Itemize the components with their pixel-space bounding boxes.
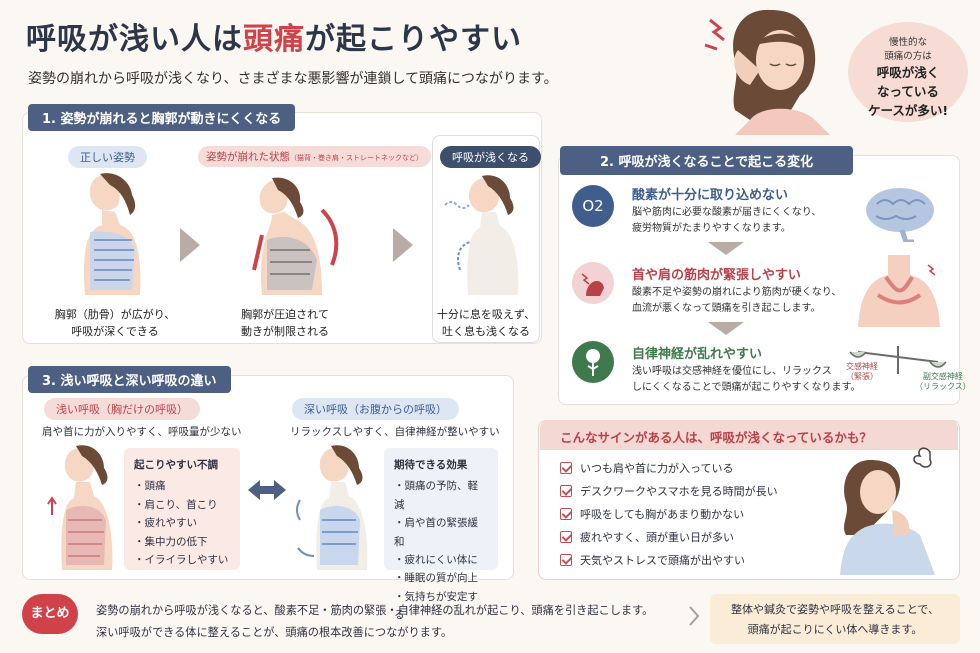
shallow-issues-box: 起こりやすい不調 ・頭痛 ・肩こり、首こり ・疲れやすい ・集中力の低下 ・イラ… bbox=[124, 448, 240, 570]
effect-item: ・頭痛の予防、軽減 bbox=[394, 480, 478, 511]
checkbox-checked-icon bbox=[560, 461, 572, 474]
scale-left-label: 交感神経（緊張） bbox=[846, 362, 878, 382]
signs-heading: こんなサインがある人は、呼吸が浅くなっているかも？ bbox=[540, 420, 958, 450]
section1-shallow-panel bbox=[432, 135, 540, 343]
deep-breathing-figure bbox=[296, 445, 368, 570]
sign-item: 疲れやすく、頭が重い日が多い bbox=[560, 525, 778, 548]
page-title: 呼吸が浅い人は頭痛が起こりやすい bbox=[26, 22, 522, 57]
brain-icon bbox=[866, 188, 934, 242]
neck-pain-woman-illustration bbox=[840, 447, 935, 575]
summary-badge: まとめ bbox=[22, 594, 78, 634]
effect2-title: 首や肩の筋肉が緊張しやすい bbox=[632, 268, 801, 283]
chevron-right-icon bbox=[689, 606, 700, 626]
good-posture-figure bbox=[83, 173, 141, 295]
effect3-title: 自律神経が乱れやすい bbox=[632, 347, 763, 362]
checkbox-checked-icon bbox=[560, 553, 572, 566]
checkbox-checked-icon bbox=[560, 484, 572, 497]
headache-woman-illustration bbox=[704, 9, 830, 135]
signs-checklist: いつも肩や首に力が入っている デスクワークやスマホを見る時間が長い 呼吸をしても… bbox=[560, 456, 778, 571]
bad-posture-label: 姿勢が崩れた状態（猫背・巻き肩・ストレートネックなど） bbox=[198, 146, 431, 167]
checkbox-checked-icon bbox=[560, 507, 572, 520]
shallow-breathing-desc: 肩や首に力が入りやすく、呼吸量が少ない bbox=[42, 426, 242, 438]
down-arrow-icon bbox=[708, 322, 744, 335]
stressed-face-icon bbox=[572, 262, 614, 304]
down-arrow-icon bbox=[708, 242, 744, 255]
sign-item: いつも肩や首に力が入っている bbox=[560, 456, 778, 479]
effect2-text: 酸素不足や姿勢の崩れにより筋肉が硬くなり、血流が悪くなって頭痛を引き起こします。 bbox=[632, 287, 842, 314]
sign-item: デスクワークやスマホを見る時間が長い bbox=[560, 479, 778, 502]
effect-item: ・睡眠の質が向上 bbox=[394, 572, 478, 585]
scale-right-label: 副交感神経（リラックス） bbox=[915, 372, 971, 392]
callout-bubble: 慢性的な 頭痛の方は 呼吸が浅く なっている ケースが多い! bbox=[848, 22, 968, 122]
deep-breathing-desc: リラックスしやすく、自律神経が整いやすい bbox=[290, 426, 500, 438]
effect-item: ・疲れにくい体に bbox=[394, 553, 478, 566]
effect-item: ・肩や首の緊張緩和 bbox=[394, 517, 478, 548]
issue-item: ・頭痛 bbox=[134, 480, 166, 493]
title-highlight: 頭痛 bbox=[243, 22, 305, 57]
summary-cta: 整体や鍼灸で姿勢や呼吸を整えることで、頭痛が起こりにくい体へ導きます。 bbox=[710, 594, 960, 644]
oxygen-icon: O2 bbox=[572, 185, 614, 227]
shallow-breathing-figure bbox=[47, 445, 113, 570]
section1-heading: 1. 姿勢が崩れると胸郭が動きにくくなる bbox=[28, 104, 296, 131]
shallow-breath-figure bbox=[444, 175, 519, 295]
balance-scale-icon bbox=[849, 346, 947, 374]
issue-item: ・肩こり、首こり bbox=[134, 498, 218, 511]
good-caption: 胸郭（肋骨）が広がり、呼吸が深くできる bbox=[54, 308, 176, 339]
neck-muscle-icon bbox=[858, 255, 940, 327]
page-subtitle: 姿勢の崩れから呼吸が浅くなり、さまざまな悪影響が連鎖して頭痛につながります。 bbox=[28, 71, 558, 87]
bad-caption: 胸郭が圧迫されて動きが制限される bbox=[241, 308, 329, 339]
good-posture-label: 正しい姿勢 bbox=[68, 146, 147, 168]
deep-breathing-label: 深い呼吸（お腹からの呼吸） bbox=[292, 398, 459, 420]
deep-effects-box: 期待できる効果 ・頭痛の予防、軽減 ・肩や首の緊張緩和 ・疲れにくい体に ・睡眠… bbox=[384, 448, 498, 621]
shallow-caption: 十分に息を吸えず、吐く息も浅くなる bbox=[436, 308, 536, 339]
nerve-icon bbox=[572, 341, 614, 383]
sign-item: 天気やストレスで頭痛が出やすい bbox=[560, 548, 778, 571]
issue-item: ・イライラしやすい bbox=[134, 553, 229, 566]
section3-heading: 3. 浅い呼吸と深い呼吸の違い bbox=[28, 366, 231, 393]
flow-arrow-icon bbox=[393, 228, 413, 262]
issue-item: ・疲れやすい bbox=[134, 517, 197, 530]
summary-text: 姿勢の崩れから呼吸が浅くなると、酸素不足・筋肉の緊張・自律神経の乱れが起こり、頭… bbox=[96, 604, 654, 639]
bad-posture-figure bbox=[252, 177, 339, 295]
issue-item: ・集中力の低下 bbox=[134, 535, 208, 548]
shallow-breathing-label: 浅い呼吸（胸だけの呼吸） bbox=[44, 398, 200, 420]
checkbox-checked-icon bbox=[560, 530, 572, 543]
effect1-text: 脳や筋肉に必要な酸素が届きにくくなり、疲労物質がたまりやすくなります。 bbox=[632, 207, 822, 234]
effect-item: ・気持ちが安定する bbox=[394, 590, 478, 621]
effect1-title: 酸素が十分に取り込めない bbox=[632, 188, 789, 203]
compare-arrows-icon bbox=[248, 480, 286, 500]
sign-item: 呼吸をしても胸があまり動かない bbox=[560, 502, 778, 525]
section2-heading: 2. 呼吸が浅くなることで起こる変化 bbox=[560, 146, 854, 175]
shallow-label: 呼吸が浅くなる bbox=[440, 146, 541, 168]
effect3-text: 浅い呼吸は交感神経を優位にし、リラックスしにくくなることで頭痛が起こりやすくなり… bbox=[632, 366, 861, 393]
flow-arrow-icon bbox=[180, 228, 200, 262]
